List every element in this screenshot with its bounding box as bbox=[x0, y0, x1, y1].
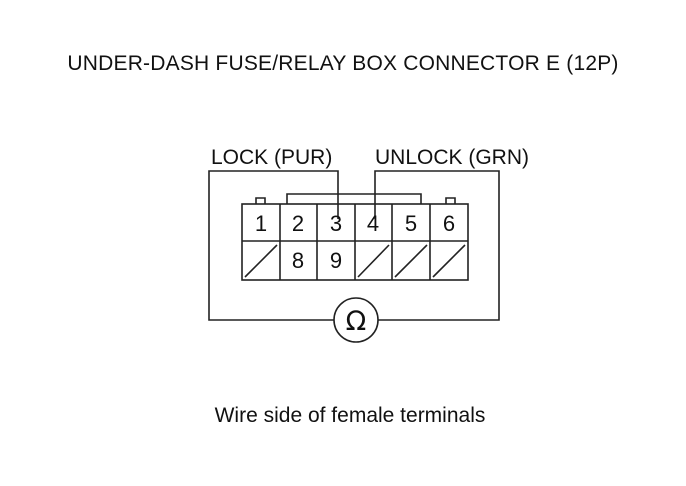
pin-1: 1 bbox=[255, 211, 267, 236]
unused-cavity-7 bbox=[244, 244, 278, 278]
pin-8: 8 bbox=[292, 248, 304, 273]
pin-9: 9 bbox=[330, 248, 342, 273]
unused-cavity-10 bbox=[357, 244, 390, 278]
pin-5: 5 bbox=[405, 211, 417, 236]
pin-4: 4 bbox=[367, 211, 379, 236]
diagram-title: UNDER-DASH FUSE/RELAY BOX CONNECTOR E (1… bbox=[67, 52, 619, 75]
lock-meter-lead bbox=[208, 170, 339, 321]
unused-cavity-11 bbox=[394, 244, 428, 278]
unused-cavity-12 bbox=[432, 244, 466, 278]
unlock-meter-lead bbox=[374, 170, 500, 321]
unlock-wire-label: UNLOCK (GRN) bbox=[375, 146, 529, 169]
ohm-icon: Ω bbox=[346, 306, 367, 337]
lock-wire-label: LOCK (PUR) bbox=[211, 146, 332, 169]
pin-2: 2 bbox=[292, 211, 304, 236]
connector-housing bbox=[241, 193, 469, 281]
pin-6: 6 bbox=[443, 211, 455, 236]
pin-3: 3 bbox=[330, 211, 342, 236]
terminal-caption: Wire side of female terminals bbox=[214, 404, 486, 427]
ohmmeter-circle bbox=[333, 297, 379, 343]
